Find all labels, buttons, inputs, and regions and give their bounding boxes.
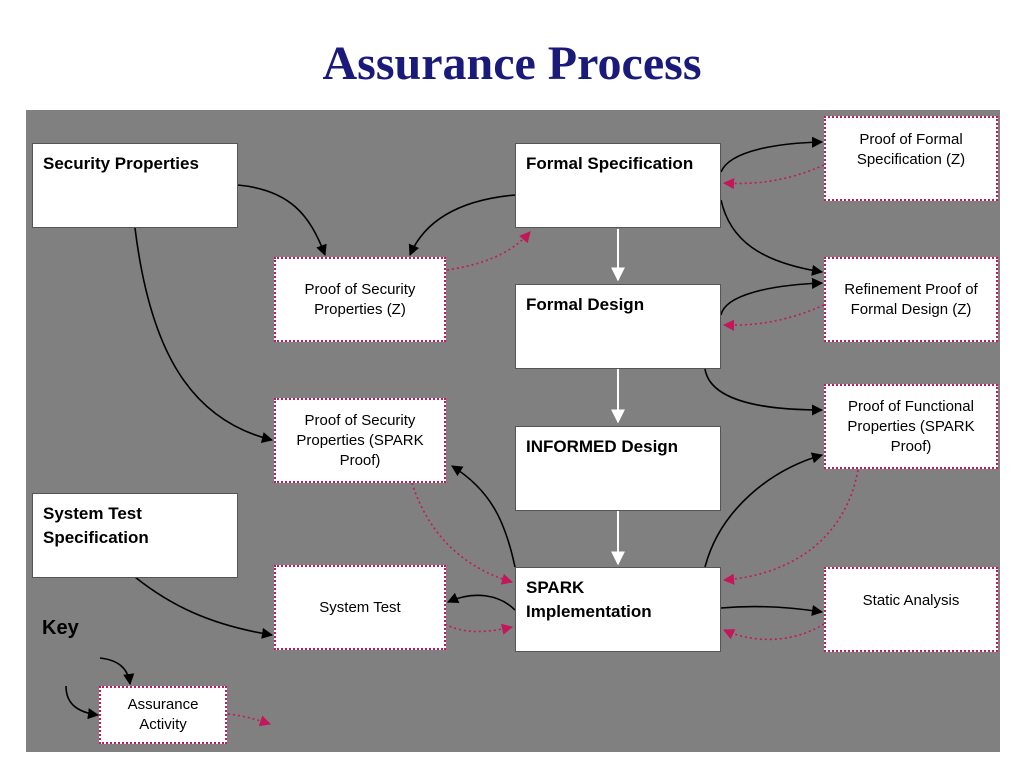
static-analysis-box: Static Analysis: [824, 567, 998, 652]
key-arrow-in-1: [99, 657, 135, 686]
key-assurance-activity-label: Assurance Activity: [127, 696, 199, 733]
proof-formal-specification-label: Proof of Formal Specification (Z): [856, 131, 966, 168]
feedback-static-to-spark: [722, 623, 825, 641]
arrow-systest-spec-to-systemtest: [134, 576, 274, 639]
feedback-proofsecz-to-spec: [446, 231, 531, 271]
key-feedback-arrow: [227, 713, 272, 727]
proof-functional-properties-box: Proof of Functional Properties (SPARK Pr…: [824, 384, 998, 469]
key-assurance-activity-box: Assurance Activity: [99, 686, 227, 744]
system-test-label: System Test: [319, 598, 401, 616]
proof-security-properties-spark-box: Proof of Security Properties (SPARK Proo…: [274, 398, 446, 483]
feedback-refinement-to-design: [722, 304, 825, 331]
feedback-functional-to-spark: [722, 469, 859, 585]
proof-security-properties-spark-label: Proof of Security Properties (SPARK Proo…: [296, 411, 424, 469]
informed-design-box: INFORMED Design: [515, 426, 721, 511]
formal-design-box: Formal Design: [515, 284, 721, 369]
security-properties-label: Security Properties: [43, 154, 199, 173]
arrow-spec-to-refinement: [720, 199, 824, 276]
arrow-secprop-to-proofsecz: [237, 184, 327, 257]
arrow-secprop-to-proofsecspark: [134, 227, 274, 444]
arrow-design-to-functional: [704, 368, 824, 416]
system-test-box: System Test: [274, 565, 446, 650]
arrow-spark-to-functional: [704, 452, 824, 568]
feedback-proofsecspark-to-spark: [411, 482, 514, 585]
page-title: Assurance Process: [322, 37, 702, 90]
feedback-prooffs-to-spec: [722, 164, 825, 190]
arrow-spark-to-systemtest: [446, 592, 516, 611]
spark-implementation-box: SPARK Implementation: [515, 567, 721, 652]
arrow-spark-to-static: [720, 604, 824, 616]
arrow-design-to-refinement: [720, 277, 824, 316]
feedback-systemtest-to-spark: [444, 623, 514, 635]
formal-design-label: Formal Design: [526, 295, 645, 314]
arrow-spec-to-proofsecz: [408, 194, 516, 257]
security-properties-box: Security Properties: [32, 143, 238, 228]
proof-functional-properties-label: Proof of Functional Properties (SPARK Pr…: [847, 397, 975, 455]
key-arrow-in-2: [65, 685, 100, 720]
arrow-spec-to-prooffs: [720, 136, 824, 173]
formal-specification-label: Formal Specification: [526, 154, 694, 173]
system-test-specification-label: System Test Specification: [43, 504, 149, 547]
arrow-spark-to-proofsecspark: [451, 465, 516, 568]
proof-security-properties-z-label: Proof of Security Properties (Z): [304, 280, 416, 318]
static-analysis-label: Static Analysis: [862, 592, 960, 609]
refinement-proof-label: Refinement Proof of Formal Design (Z): [844, 280, 978, 318]
proof-formal-specification-box: Proof of Formal Specification (Z): [824, 116, 998, 201]
system-test-specification-box: System Test Specification: [32, 493, 238, 578]
informed-design-label: INFORMED Design: [526, 437, 679, 456]
spark-implementation-label: SPARK Implementation: [526, 578, 652, 621]
proof-security-properties-z-box: Proof of Security Properties (Z): [274, 257, 446, 342]
refinement-proof-box: Refinement Proof of Formal Design (Z): [824, 257, 998, 342]
formal-specification-box: Formal Specification: [515, 143, 721, 228]
key-label: Key: [42, 617, 79, 639]
